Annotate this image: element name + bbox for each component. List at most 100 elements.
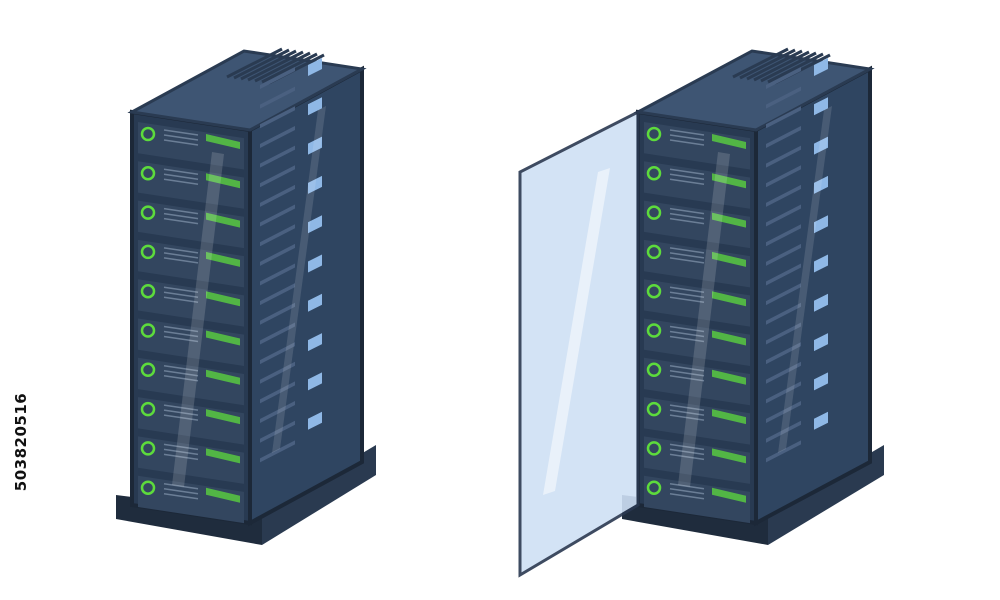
side-port xyxy=(814,411,828,430)
activity-lights xyxy=(712,251,746,267)
unit-stripe xyxy=(669,414,705,421)
unit-stripe xyxy=(669,212,705,220)
unit-stripe xyxy=(669,370,705,377)
unit-stripe xyxy=(163,139,199,146)
side-vent xyxy=(260,322,295,345)
rack-unit xyxy=(138,279,244,327)
status-led xyxy=(646,441,662,456)
activity-lights xyxy=(206,173,240,189)
side-port xyxy=(308,215,322,234)
activity-lights xyxy=(206,134,240,149)
activity-lights xyxy=(206,369,240,385)
unit-stripe xyxy=(163,212,199,220)
unit-stripe xyxy=(163,330,199,338)
status-led xyxy=(646,166,662,181)
side-vent xyxy=(260,342,295,365)
top-vent-slat xyxy=(226,47,283,79)
activity-lights xyxy=(712,369,746,385)
side-vent xyxy=(260,165,295,188)
rack-unit xyxy=(138,475,244,524)
side-port xyxy=(308,254,322,273)
side-vent xyxy=(766,283,801,306)
side-vent xyxy=(766,302,801,325)
rack-unit xyxy=(138,161,244,209)
side-vent xyxy=(766,165,801,188)
side-vent xyxy=(260,401,295,424)
side-port xyxy=(814,97,828,116)
side-vent xyxy=(766,263,801,286)
status-led xyxy=(646,205,662,220)
side-vent xyxy=(260,67,295,89)
activity-lights xyxy=(712,448,746,464)
unit-stripe xyxy=(669,296,705,303)
side-port xyxy=(308,293,322,312)
unit-stripe xyxy=(669,365,705,372)
door-reflection xyxy=(543,168,610,495)
unit-stripe xyxy=(669,217,705,225)
glass-glint xyxy=(272,106,326,453)
glass-glint xyxy=(678,152,730,487)
status-led xyxy=(140,283,156,299)
side-vent xyxy=(766,322,801,345)
activity-lights xyxy=(712,173,746,189)
unit-stripe xyxy=(669,134,705,141)
rack-unit xyxy=(644,122,750,170)
rack-unit xyxy=(644,318,750,366)
side-vent xyxy=(766,401,801,424)
unit-stripe xyxy=(163,168,199,176)
unit-stripe xyxy=(669,335,705,343)
side-vent xyxy=(260,243,295,266)
status-led xyxy=(140,441,156,456)
activity-lights xyxy=(712,487,746,503)
side-vent xyxy=(766,106,801,129)
activity-lights xyxy=(712,409,746,425)
side-vent xyxy=(260,361,295,384)
side-vent xyxy=(260,204,295,227)
activity-lights xyxy=(206,291,240,307)
rack-unit xyxy=(644,279,750,327)
side-vent xyxy=(766,224,801,247)
status-led xyxy=(140,126,156,142)
rack-unit xyxy=(138,122,244,170)
top-vent-slat xyxy=(739,48,796,80)
side-vent xyxy=(260,184,295,207)
side-vent xyxy=(766,145,801,168)
side-port xyxy=(308,411,322,430)
top-vent-slat xyxy=(233,48,290,80)
side-vent xyxy=(766,381,801,404)
rack-unit xyxy=(138,239,244,288)
top-vent-slat xyxy=(760,51,817,83)
glass-glint xyxy=(778,106,832,453)
status-led xyxy=(646,401,662,417)
side-port xyxy=(814,58,828,76)
top-vent-slat xyxy=(247,50,304,82)
unit-stripe xyxy=(163,296,199,303)
side-vent xyxy=(260,302,295,325)
unit-stripe xyxy=(669,487,705,495)
rack-unit xyxy=(644,475,750,524)
rack-unit xyxy=(644,397,750,445)
unit-stripe xyxy=(669,173,705,181)
status-led xyxy=(140,362,156,378)
unit-stripe xyxy=(669,443,705,451)
side-vent xyxy=(766,67,801,89)
unit-stripe xyxy=(669,330,705,338)
top-vent-slat xyxy=(254,51,311,83)
unit-stripe xyxy=(669,247,705,254)
rack-unit xyxy=(644,161,750,209)
side-vent xyxy=(766,342,801,365)
unit-stripe xyxy=(163,129,199,136)
unit-stripe xyxy=(163,487,199,495)
activity-lights xyxy=(712,330,746,346)
side-vent xyxy=(260,283,295,306)
stock-id-number: 503820516 xyxy=(12,392,30,492)
unit-stripe xyxy=(163,173,199,181)
rack-unit xyxy=(138,200,244,249)
top-vent-slat xyxy=(732,47,789,79)
unit-stripe xyxy=(163,492,199,500)
glass-glint xyxy=(172,152,224,487)
unit-stripe xyxy=(163,286,199,293)
side-port xyxy=(814,175,828,194)
unit-stripe xyxy=(669,178,705,186)
